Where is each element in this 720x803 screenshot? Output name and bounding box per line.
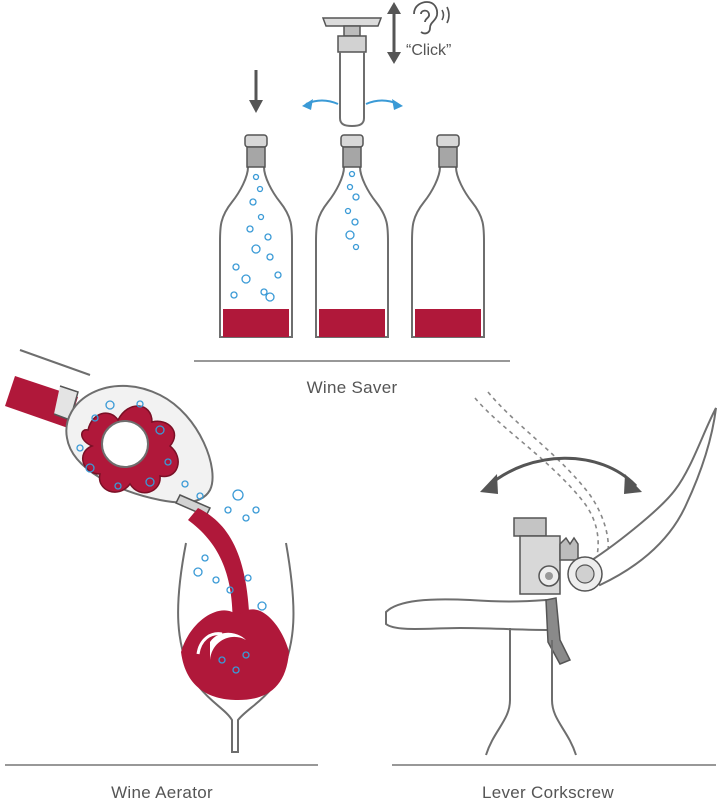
corkscrew-grip <box>385 598 557 632</box>
arrow-right-icon <box>365 99 403 110</box>
wine-saver-caption: Wine Saver <box>306 378 398 397</box>
vacuum-pump <box>321 17 383 128</box>
bottle-right <box>411 134 485 338</box>
bottle-left <box>219 134 293 338</box>
aerator-body <box>65 384 214 517</box>
bottle-top <box>485 628 577 756</box>
wine-aerator-group <box>5 349 318 766</box>
wine-glass <box>177 542 295 753</box>
wine-saver-group <box>194 1 510 362</box>
down-arrow-icon <box>249 70 263 113</box>
lever-corkscrew-group <box>385 391 717 766</box>
aerator-bubbles <box>76 400 260 522</box>
corkscrew-body <box>513 517 603 595</box>
ear-icon <box>413 1 439 35</box>
up-down-arrow-icon <box>387 2 401 64</box>
bottle-middle <box>315 134 389 338</box>
click-sound-label: “Click” <box>406 42 452 59</box>
wine-aerator-caption: Wine Aerator <box>111 783 213 802</box>
lever-motion-dashed <box>474 391 610 561</box>
double-arrow-icon <box>480 456 642 494</box>
sound-waves-icon <box>441 6 450 24</box>
lever-corkscrew-caption: Lever Corkscrew <box>481 783 615 802</box>
glass-bubbles <box>193 554 267 674</box>
bubbles-left <box>230 173 282 302</box>
bubbles-middle <box>344 170 360 251</box>
lever-handle <box>582 407 717 587</box>
arrow-left-icon <box>302 99 339 110</box>
corkscrew-frame <box>545 597 572 665</box>
